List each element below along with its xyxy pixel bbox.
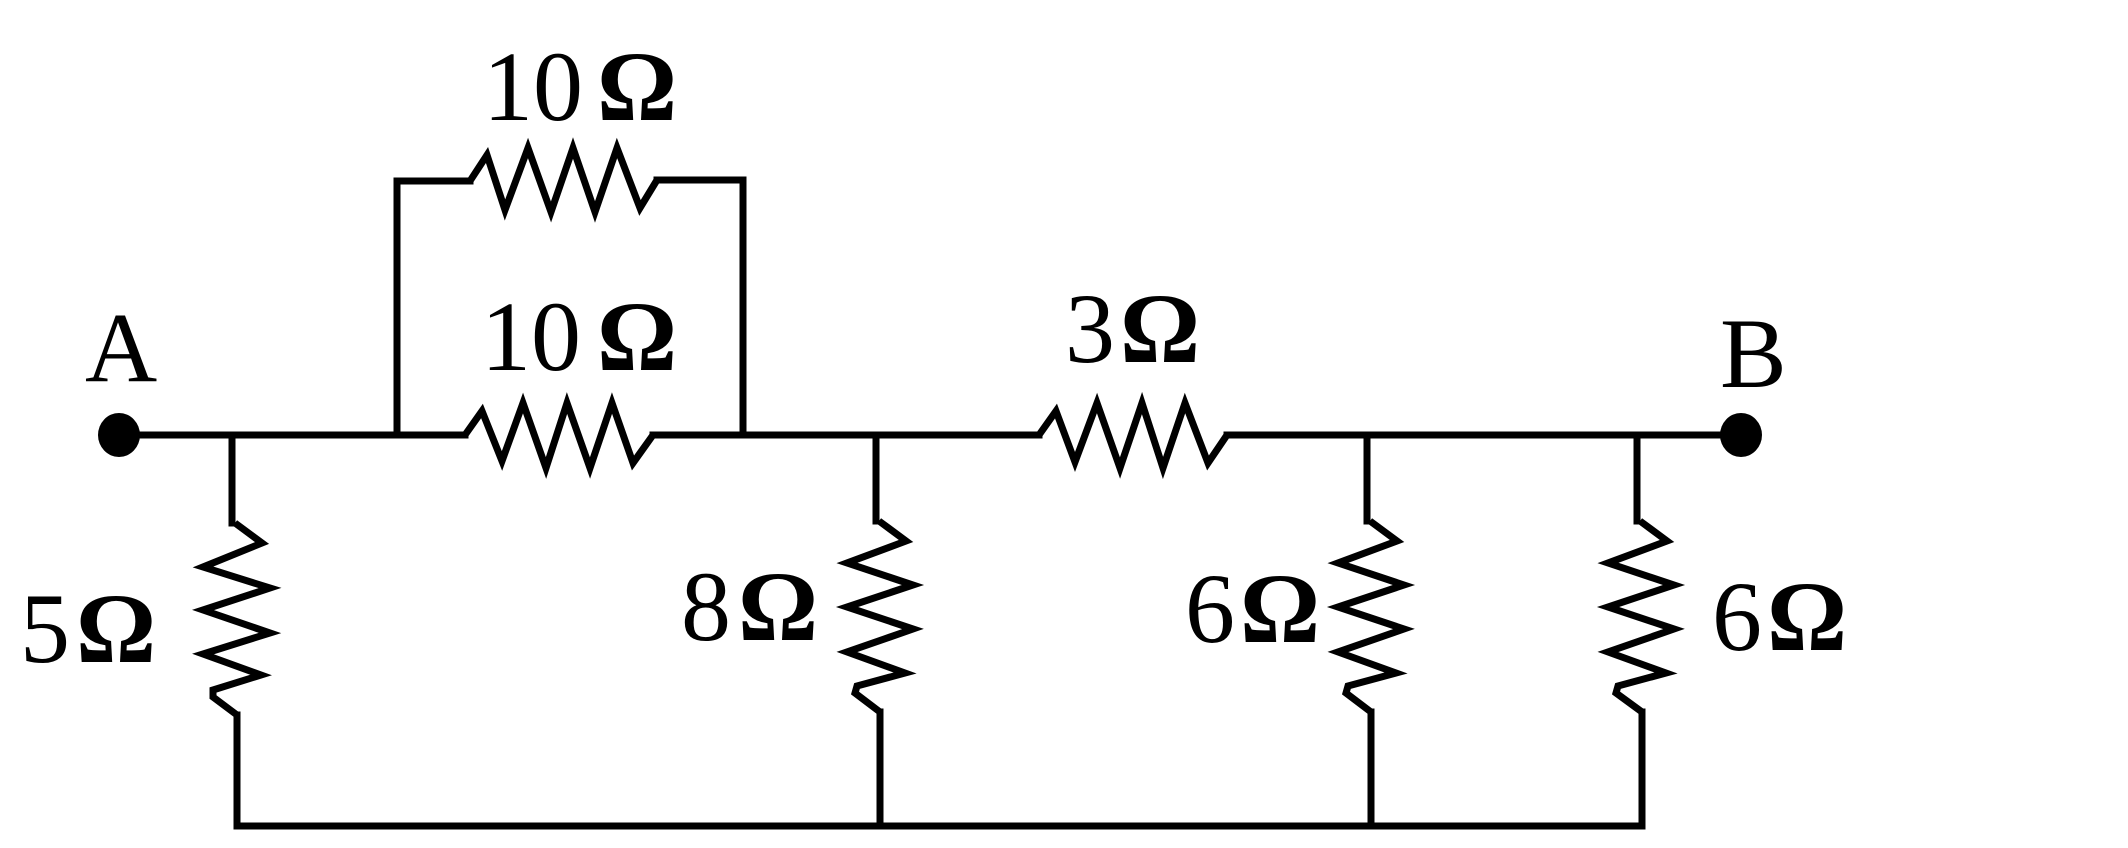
- label-5ohm: 5 Ω: [20, 573, 156, 684]
- label-6ohm-b: 6 Ω: [1712, 561, 1847, 672]
- label-3ohm-value: 3: [1065, 273, 1115, 384]
- ohm-symbol-icon: Ω: [738, 551, 818, 662]
- resistor-top-10ohm: [467, 137, 660, 223]
- ohm-symbol-icon: Ω: [597, 281, 677, 392]
- terminal-a-node[interactable]: [98, 413, 140, 457]
- terminal-b-label: B: [1720, 298, 1787, 409]
- resistor-6ohm-a: [1326, 518, 1416, 715]
- label-8ohm: 8 Ω: [681, 551, 818, 662]
- terminal-a-label: A: [85, 292, 157, 403]
- label-top-10ohm: 10 Ω: [483, 31, 677, 142]
- wire-parallel-left: [393, 177, 474, 439]
- label-3ohm: 3 Ω: [1065, 273, 1200, 384]
- label-top-10ohm-value: 10: [483, 31, 583, 142]
- label-8ohm-value: 8: [681, 551, 731, 662]
- wire-parallel-right: [653, 176, 747, 439]
- ohm-symbol-icon: Ω: [597, 31, 677, 142]
- ohm-symbol-icon: Ω: [1240, 553, 1320, 664]
- label-6ohm-b-value: 6: [1712, 561, 1762, 672]
- resistor-mid-10ohm: [462, 392, 656, 479]
- ohm-symbol-icon: Ω: [1120, 273, 1200, 384]
- label-5ohm-value: 5: [20, 573, 70, 684]
- resistor-6ohm-b: [1596, 518, 1686, 715]
- resistor-3ohm: [1036, 391, 1230, 480]
- terminal-b-node[interactable]: [1720, 413, 1762, 457]
- label-mid-10ohm-value: 10: [481, 281, 581, 392]
- label-6ohm-a: 6 Ω: [1185, 553, 1320, 664]
- resistor-5ohm: [192, 520, 282, 718]
- ohm-symbol-icon: Ω: [76, 573, 156, 684]
- label-mid-10ohm: 10 Ω: [481, 281, 677, 392]
- ohm-symbol-icon: Ω: [1767, 561, 1847, 672]
- resistor-8ohm: [835, 518, 925, 715]
- label-6ohm-a-value: 6: [1185, 553, 1235, 664]
